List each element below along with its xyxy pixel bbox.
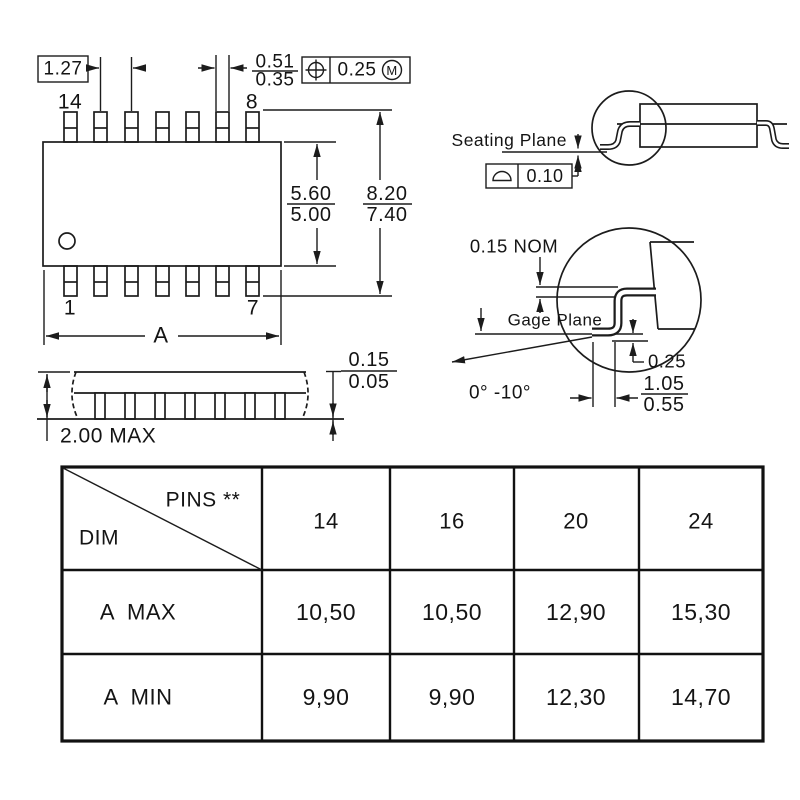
seating-plane-symbol-icon <box>492 170 512 182</box>
row-label: A MAX <box>100 600 176 625</box>
row-label: A MIN <box>103 685 172 710</box>
detail-callout-circle <box>591 90 667 166</box>
side-body-outline <box>639 103 758 148</box>
table-col-20: 20 <box>563 509 588 534</box>
dim-height-value: 2.00 MAX <box>60 425 156 448</box>
end-view-pins <box>94 392 286 420</box>
dim-gage-offset: 0.25 <box>629 319 686 372</box>
flatness-frame: 0.10 <box>485 159 582 189</box>
package-end-view: 2.00 MAX 0.15 0.05 <box>37 349 397 448</box>
detail-lead <box>592 287 656 337</box>
flatness-value: 0.10 <box>526 166 563 186</box>
pin-label-8: 8 <box>246 91 258 114</box>
table-row-a-max: A MAX 10,50 10,50 12,90 15,30 <box>100 599 731 625</box>
dim-gage-offset-value: 0.25 <box>648 351 686 372</box>
table-col-16: 16 <box>439 509 464 534</box>
seating-plane-label: Seating Plane <box>452 130 567 150</box>
dim-lead-thickness: 0.15 NOM <box>470 236 558 257</box>
dim-standoff: 0.15 0.05 <box>326 349 397 441</box>
table-col-14: 14 <box>313 509 338 534</box>
pin-label-1: 1 <box>64 297 76 320</box>
pin-label-7: 7 <box>247 297 259 320</box>
side-right-lead <box>757 120 789 149</box>
dim-lead-width-min: 0.35 <box>256 70 295 91</box>
dim-body-width-min: 5.00 <box>291 204 332 226</box>
cell-value: 12,90 <box>546 599 606 625</box>
dim-lead-width: 0.51 0.35 <box>198 52 298 111</box>
table-row-a-min: A MIN 9,90 9,90 12,30 14,70 <box>103 684 731 710</box>
cell-value: 10,50 <box>296 599 356 625</box>
dim-pitch-value: 1.27 <box>44 59 83 80</box>
cell-value: 9,90 <box>303 684 350 710</box>
mmc-symbol-icon: M <box>381 59 403 81</box>
tolerance-value: 0.25 <box>338 60 377 81</box>
pin-label-14: 14 <box>58 91 82 114</box>
dim-lead-span: 8.20 7.40 <box>263 109 412 297</box>
dim-lead-span-min: 7.40 <box>367 204 408 226</box>
dim-lead-span-max: 8.20 <box>367 183 408 205</box>
table-header-diagonal <box>62 467 263 571</box>
top-pin-row <box>63 111 260 143</box>
pin1-index-mark <box>58 232 76 250</box>
position-symbol-icon <box>305 59 327 81</box>
dim-lead-angle: 0° -10° <box>469 383 531 404</box>
side-left-lead <box>600 121 640 150</box>
detail-circle <box>556 227 702 373</box>
bottom-pin-row <box>63 265 260 297</box>
dim-pitch: 1.27 <box>37 55 146 111</box>
cell-value: 15,30 <box>671 599 731 625</box>
dimension-table: PINS ** DIM 14 16 20 24 A MAX 10,50 10,5… <box>60 465 765 743</box>
dim-length-label: A <box>153 323 168 348</box>
body-end-curve-right <box>301 371 309 420</box>
dim-foot-min: 0.55 <box>644 394 685 416</box>
cell-value: 14,70 <box>671 684 731 710</box>
mmc-letter: M <box>386 63 397 78</box>
dim-standoff-min: 0.05 <box>349 371 390 393</box>
lead-angle-line <box>451 336 593 364</box>
dim-height: 2.00 MAX <box>38 371 156 448</box>
dim-foot-max: 1.05 <box>644 373 685 395</box>
table-corner-pins: PINS ** <box>166 489 241 512</box>
dim-foot-length: 1.05 0.55 <box>570 342 688 416</box>
dim-body-width-max: 5.60 <box>291 183 332 205</box>
body-end-curve-left <box>71 371 79 420</box>
position-tolerance-frame: 0.25 M <box>301 56 411 84</box>
package-side-view: Seating Plane 0.10 <box>452 90 789 189</box>
package-body-outline <box>42 141 282 267</box>
dim-body-width: 5.60 5.00 <box>284 141 336 267</box>
cell-value: 9,90 <box>429 684 476 710</box>
dim-lead-width-max: 0.51 <box>256 52 295 73</box>
cell-value: 10,50 <box>422 599 482 625</box>
table-col-24: 24 <box>688 509 713 534</box>
cell-value: 12,30 <box>546 684 606 710</box>
dim-length-A: A <box>43 270 282 348</box>
table-corner-dim: DIM <box>79 527 119 550</box>
dim-standoff-max: 0.15 <box>349 349 390 371</box>
package-top-view: 14 8 1 7 1.27 0.51 0.35 <box>37 52 412 348</box>
lead-detail-view: 0.15 NOM Gage Plane 0.25 1.05 0.55 0° -1… <box>451 227 702 416</box>
gage-plane-label: Gage Plane <box>508 311 603 330</box>
